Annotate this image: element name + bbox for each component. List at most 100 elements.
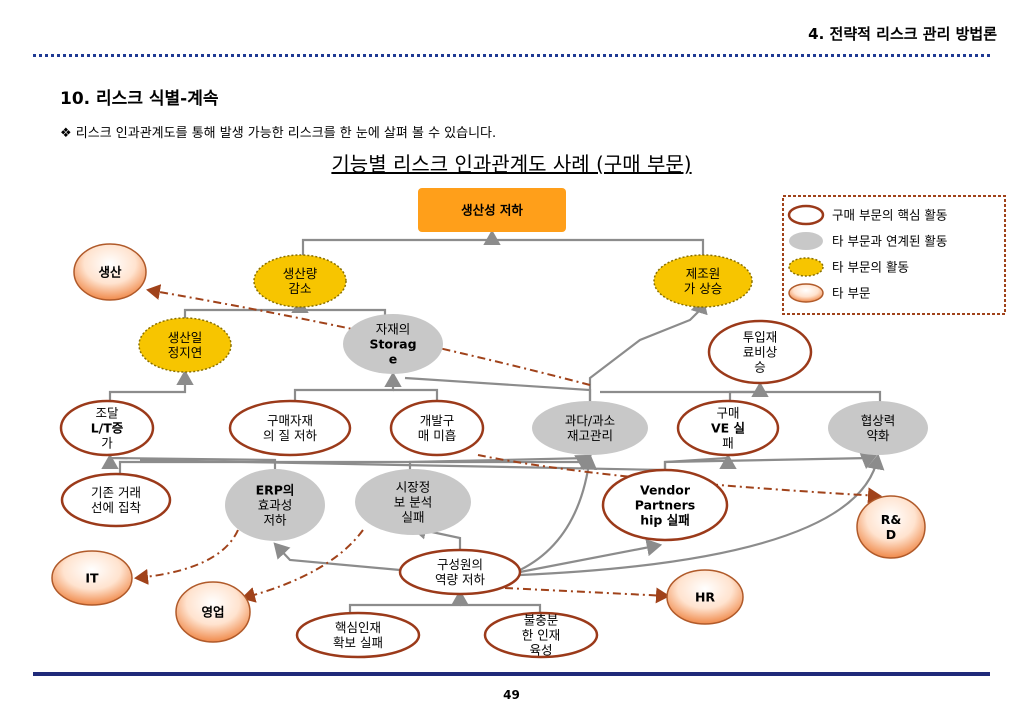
legend-swatch-other: [788, 257, 824, 277]
node-label-sales: 영업: [201, 605, 224, 620]
node-shape-negotiate: [828, 401, 928, 455]
legend: 구매 부문의 핵심 활동타 부문과 연계된 활동타 부문의 활동타 부문: [782, 195, 1006, 315]
node-label-prod: 생산: [98, 265, 122, 280]
node-label-volume: 감소: [288, 281, 311, 296]
page-number: 49: [503, 688, 520, 702]
node-shape-legacy: [60, 472, 172, 528]
node-prod: 생산: [73, 243, 147, 301]
node-label-erp: 효과성: [258, 498, 293, 513]
node-shape-it: [51, 550, 133, 606]
node-label-quality: 의 질 저하: [263, 428, 317, 443]
node-label-inventory: 재고관리: [567, 428, 613, 443]
node-shape-volume: [253, 254, 347, 308]
legend-swatch-related: [789, 232, 823, 250]
node-label-negotiate: 약화: [866, 428, 890, 443]
node-label-lt: 가: [101, 436, 113, 451]
node-label-input: 승: [754, 360, 766, 375]
node-shape-storage: [343, 314, 443, 374]
node-label-ve: 패: [722, 436, 734, 451]
node-shape-input: [707, 319, 813, 385]
link-market-sales: [241, 529, 364, 603]
legend-swatch-dept: [788, 283, 824, 303]
node-label-training: 한 인재: [522, 628, 560, 643]
link-staff-hr: [504, 587, 670, 604]
node-label-delay: 정지연: [168, 345, 203, 360]
node-shape-lt: [59, 399, 155, 457]
node-shape-sales: [175, 581, 251, 643]
node-label-lt: 조달: [95, 406, 119, 421]
node-shape-develop: [389, 399, 485, 457]
node-label-talent: 확보 실패: [333, 635, 383, 650]
section-title: 10. 리스크 식별-계속: [60, 89, 219, 109]
node-shape-talent: [295, 611, 421, 659]
node-label-rnd: D: [886, 527, 896, 542]
node-shape-vendor: [601, 468, 729, 542]
node-shape-quality: [228, 399, 352, 457]
node-shape-staff: [398, 548, 522, 596]
edge-quality-storage: [293, 371, 402, 405]
edge-volume-top: [301, 229, 501, 265]
edge-erp-lt: [101, 453, 277, 470]
edge-talent-staff: [348, 589, 469, 618]
node-label-talent: 핵심인재: [335, 620, 381, 635]
legend-label-core: 구매 부문의 핵심 활동: [832, 208, 947, 223]
node-label-delay: 생산일: [168, 330, 203, 345]
edge-inventory-cost: [588, 297, 708, 405]
node-shape-rnd: [856, 495, 926, 559]
node-label-top: 생산성 저하: [461, 203, 523, 218]
node-label-quality: 구매자재: [267, 413, 313, 428]
node-shape-ve: [676, 399, 780, 457]
bullet-text: ❖ 리스크 인과관계도를 통해 발생 가능한 리스크를 한 눈에 살펴 볼 수 …: [60, 126, 497, 141]
edge-staff-inventory: [519, 453, 598, 571]
node-label-vendor: Partners: [635, 498, 695, 513]
edge-market-inventory: [408, 456, 591, 470]
diagram-title: 기능별 리스크 인과관계도 사례 (구매 부문): [331, 152, 692, 176]
node-label-storage: e: [389, 352, 397, 367]
node-label-input: 료비상: [743, 345, 778, 360]
node-lt: 조달L/T증가: [59, 399, 155, 457]
header-dotted-divider: [33, 54, 990, 57]
node-label-negotiate: 협상력: [861, 413, 896, 428]
node-label-lt: L/T증: [91, 421, 124, 436]
node-shape-market: [355, 469, 471, 535]
node-label-volume: 생산량: [283, 266, 318, 281]
node-label-market: 시장정: [396, 480, 431, 495]
legend-label-related: 타 부문과 연계된 활동: [832, 234, 947, 249]
node-label-hr: HR: [695, 590, 715, 605]
edge-staff-erp: [273, 542, 401, 572]
footer-divider: [33, 672, 990, 676]
node-label-legacy: 선에 집착: [91, 500, 141, 515]
node-label-staff: 구성원의: [437, 557, 483, 572]
node-label-inventory: 과다/과소: [565, 413, 615, 428]
node-shape-delay: [138, 317, 232, 373]
link-erp-it: [134, 529, 239, 585]
node-shape-erp: [225, 469, 325, 541]
node-label-cost: 가 상승: [684, 281, 722, 296]
node-label-input: 투입재: [743, 330, 778, 345]
header-title: 4. 전략적 리스크 관리 방법론: [808, 25, 997, 43]
edge-lt-delay: [108, 369, 194, 405]
edge-lt-vendor: [139, 458, 666, 472]
node-label-erp: 저하: [263, 513, 287, 528]
node-label-develop: 개발구: [420, 413, 455, 428]
node-shape-cost: [653, 254, 753, 308]
node-shape-inventory: [532, 401, 648, 455]
edge-staff-vendor: [519, 538, 663, 574]
node-label-market: 실패: [401, 510, 424, 525]
node-label-cost: 제조원: [686, 266, 721, 281]
